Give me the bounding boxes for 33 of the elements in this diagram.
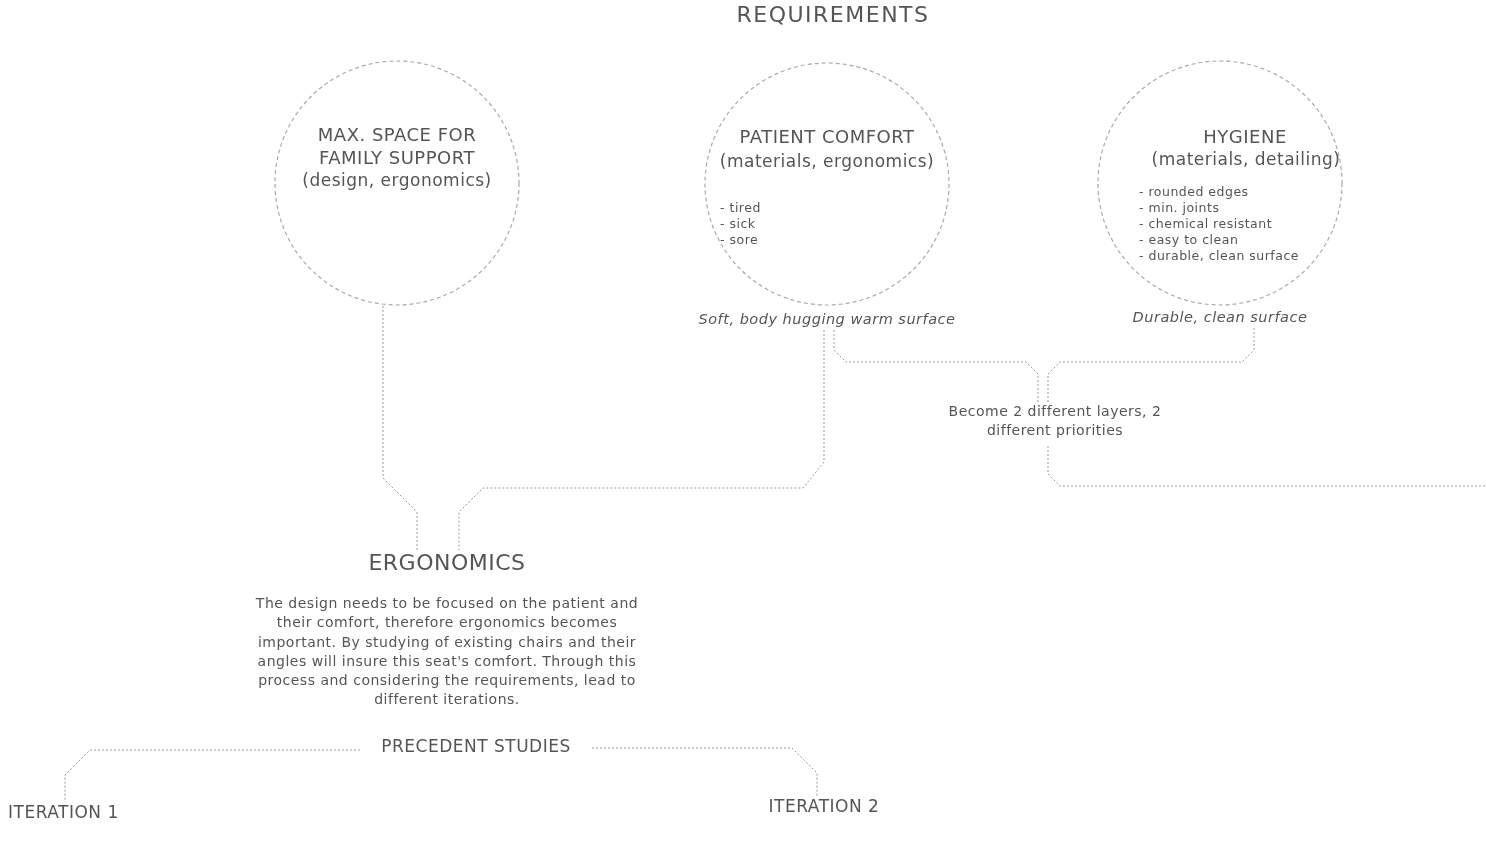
list-item: - tired	[720, 200, 762, 215]
connector-line	[458, 329, 825, 551]
connector-line	[1047, 445, 1486, 487]
list-item: - sick	[720, 216, 757, 231]
circle-title: HYGIENE	[1202, 126, 1288, 147]
node-label: Durable, clean surface	[1131, 309, 1309, 325]
requirement-circle	[704, 62, 950, 306]
list-item: - rounded edges	[1139, 184, 1250, 199]
requirement-circle	[274, 60, 520, 306]
circle-subtitle: (materials, detailing)	[1150, 149, 1342, 169]
section-label: ITERATION 2	[767, 796, 881, 816]
description-paragraph: The design needs to be focused on the patient and their comfort, therefore ergonomics becomes important. By studying of existing chairs and their angles will insure this seat's comfort. Through this process and considering the requirements, lead to different iterations.	[254, 594, 640, 710]
connector-line	[64, 749, 361, 803]
list-item: - min. joints	[1139, 200, 1221, 215]
circle-subtitle: (design, ergonomics)	[301, 170, 493, 190]
annotation-text: Become 2 different layers, 2 different priorities	[947, 402, 1163, 441]
section-label: ITERATION 1	[8, 802, 120, 822]
connector-line	[591, 747, 818, 797]
node-label: Soft, body hugging warm surface	[697, 311, 957, 327]
circle-subtitle: (materials, ergonomics)	[718, 151, 936, 171]
list-item: - chemical resistant	[1139, 216, 1274, 231]
section-label: PRECEDENT STUDIES	[380, 736, 572, 756]
circle-title: PATIENT COMFORT	[738, 126, 916, 147]
heading: REQUIREMENTS	[735, 2, 931, 27]
connector-line	[382, 305, 418, 551]
list-item: - durable, clean surface	[1139, 248, 1300, 263]
connector-line	[1047, 327, 1255, 403]
list-item: - easy to clean	[1139, 232, 1240, 247]
list-item: - sore	[720, 232, 760, 247]
requirement-circle	[1097, 60, 1343, 306]
connector-line	[833, 329, 1039, 403]
circle-title: MAX. SPACE FOR FAMILY SUPPORT	[316, 123, 478, 170]
section-heading: ERGONOMICS	[367, 550, 527, 575]
